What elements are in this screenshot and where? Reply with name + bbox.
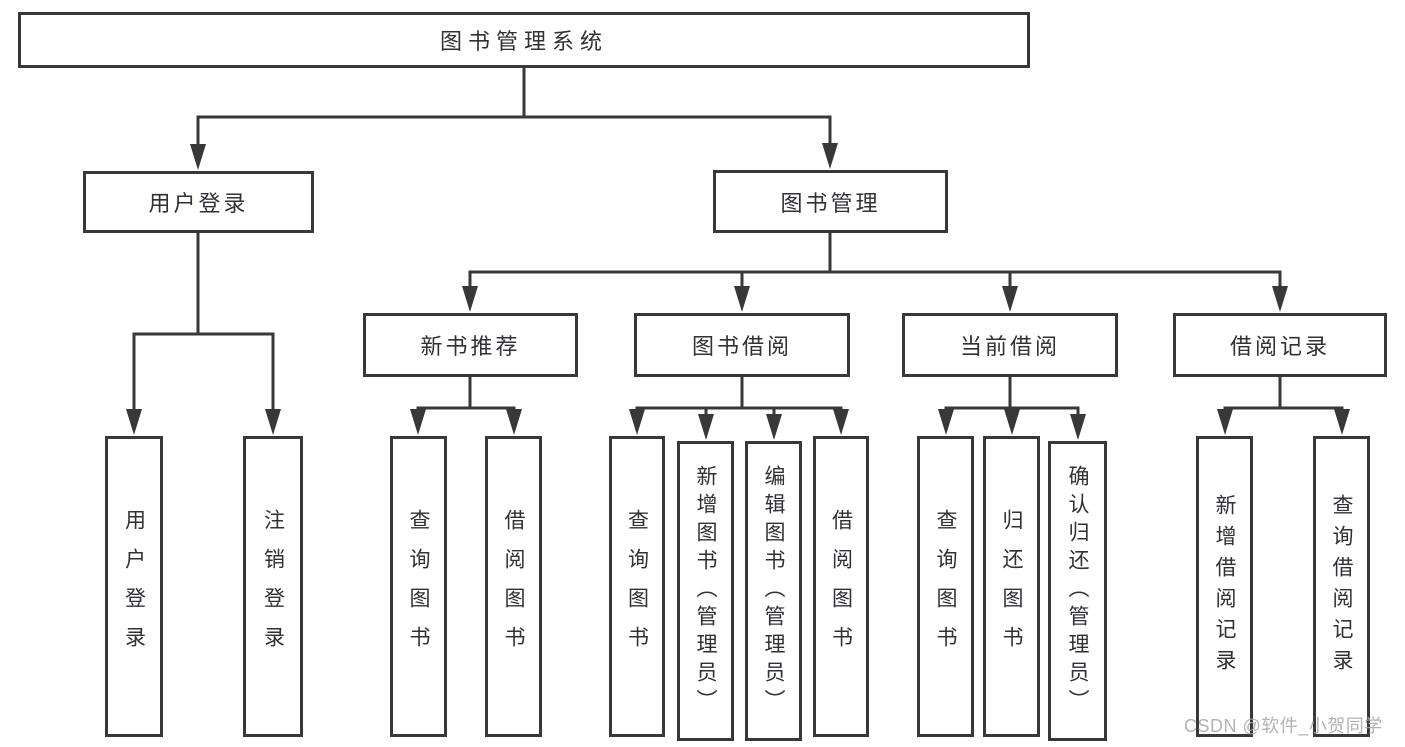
leaf-query-borrow-record: 查询借阅记录 xyxy=(1313,436,1370,737)
leaf-user-login: 用户登录 xyxy=(105,436,163,737)
leaf-add-book-admin: 新增图书（管理员） xyxy=(677,441,734,741)
leaf-borrow-books: 借阅图书 xyxy=(813,436,869,737)
leaf-query-books-recommend: 查询图书 xyxy=(390,436,447,737)
leaf-logout: 注销登录 xyxy=(243,436,303,737)
leaf-query-books-borrow: 查询图书 xyxy=(609,436,665,737)
leaf-borrow-books-recommend: 借阅图书 xyxy=(485,436,542,737)
node-book-management: 图书管理 xyxy=(713,170,948,233)
node-borrow-records: 借阅记录 xyxy=(1173,313,1387,377)
watermark: CSDN @软件_小贺同学 xyxy=(1184,716,1383,736)
leaf-confirm-return-admin: 确认归还（管理员） xyxy=(1048,441,1107,741)
node-root-system: 图书管理系统 xyxy=(18,12,1030,68)
leaf-query-books-current: 查询图书 xyxy=(917,436,974,737)
leaf-return-book: 归还图书 xyxy=(983,436,1040,737)
node-new-book-recommend: 新书推荐 xyxy=(363,313,578,377)
node-book-borrow: 图书借阅 xyxy=(634,313,850,377)
node-current-borrow: 当前借阅 xyxy=(902,313,1118,377)
node-user-login: 用户登录 xyxy=(83,171,314,233)
leaf-add-borrow-record: 新增借阅记录 xyxy=(1196,436,1253,737)
leaf-edit-book-admin: 编辑图书（管理员） xyxy=(745,441,802,741)
